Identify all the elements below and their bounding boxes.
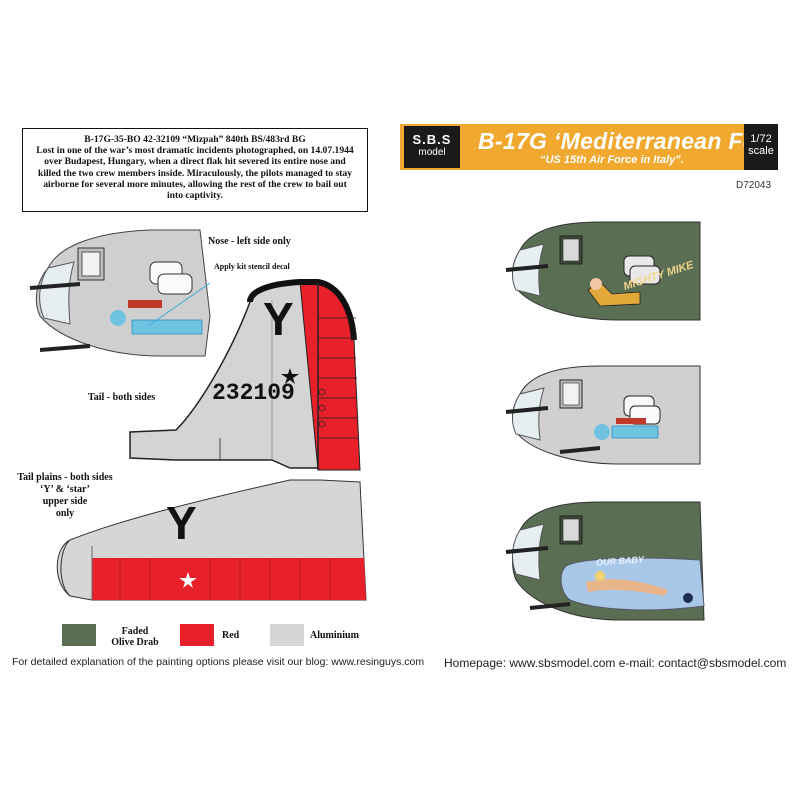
legend-red: Red — [222, 630, 240, 641]
description-box: B-17G-35-BO 42-32109 “Mizpah” 840th BS/4… — [22, 128, 368, 212]
description-line-2: over Budapest, Hungary, when a direct fl… — [44, 156, 346, 168]
legend-swatch-olive-drab — [62, 624, 96, 646]
description-line-1: Lost in one of the war’s most dramatic i… — [36, 145, 354, 157]
legend-olive-line-2: Olive Drab — [111, 637, 159, 648]
scale-label: scale — [748, 145, 774, 157]
tail-letter-y: Y — [263, 293, 294, 345]
tailplane-label-line-3: upper side — [42, 496, 88, 507]
header-bar — [400, 124, 778, 170]
tailplane-label-line-1: Tail plains - both sides — [17, 472, 113, 483]
sbs-logo: S.B.S model — [404, 126, 460, 168]
description-line-3: killed the two crew members inside. Mira… — [37, 167, 352, 179]
footer-contact: Homepage: www.sbsmodel.com e-mail: conta… — [444, 656, 787, 670]
legend-olive-drab: Faded Olive Drab — [100, 626, 170, 648]
sheet-title: B-17G ‘Mediterranean Forts’ — [478, 128, 795, 154]
footer-blog: For detailed explanation of the painting… — [12, 656, 425, 668]
legend-swatch-red — [180, 624, 214, 646]
tail-label: Tail - both sides — [88, 392, 156, 403]
scale-value: 1/72 — [750, 133, 772, 145]
product-code: D72043 — [736, 180, 772, 191]
tail-serial: 232109 — [212, 380, 295, 406]
description-line-5: into captivity. — [167, 190, 223, 202]
tailplane-label-line-4: only — [55, 508, 75, 519]
sheet-subtitle: “US 15th Air Force in Italy”. — [540, 154, 684, 166]
legend-aluminium: Aluminium — [310, 630, 359, 641]
tailplane-label: Tail plains - both sides ‘Y’ & ‘star’ up… — [10, 472, 120, 520]
logo-line-2: model — [418, 147, 446, 158]
tailplane-label-line-2: ‘Y’ & ‘star’ — [40, 484, 90, 495]
nose-label: Nose - left side only — [208, 236, 291, 247]
tailplane-letter-y: Y — [166, 497, 197, 549]
scale-box: 1/72 scale — [744, 124, 778, 170]
legend-swatch-aluminium — [270, 624, 304, 646]
legend-olive-line-1: Faded — [121, 626, 149, 637]
description-title: B-17G-35-BO 42-32109 “Mizpah” 840th BS/4… — [84, 134, 306, 145]
description-line-4: airborne for several more minutes, allow… — [43, 178, 347, 190]
stencil-label: Apply kit stencil decal — [214, 262, 290, 271]
logo-line-1: S.B.S — [412, 132, 452, 147]
